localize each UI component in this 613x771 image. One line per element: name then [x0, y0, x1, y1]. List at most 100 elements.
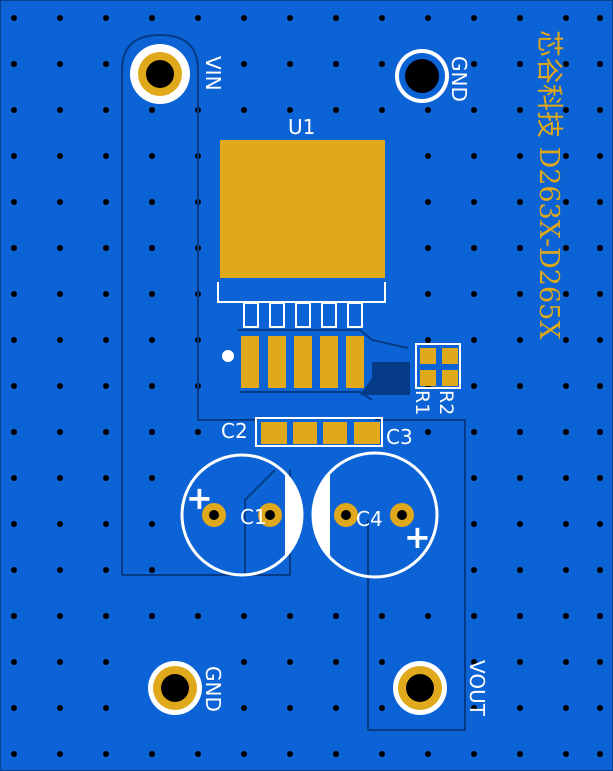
via — [57, 15, 63, 21]
via — [425, 613, 431, 619]
via — [471, 61, 477, 67]
via — [517, 107, 523, 113]
via — [517, 705, 523, 711]
via — [517, 291, 523, 297]
via — [563, 429, 569, 435]
via — [563, 337, 569, 343]
mount-hole-gnd-bottom — [148, 661, 202, 715]
label-r1: R1 — [411, 390, 433, 415]
via — [241, 61, 247, 67]
via — [563, 383, 569, 389]
via — [425, 107, 431, 113]
via — [149, 613, 155, 619]
via — [333, 751, 339, 757]
via — [517, 521, 523, 527]
via — [471, 291, 477, 297]
via — [241, 751, 247, 757]
via — [597, 659, 603, 665]
via — [471, 153, 477, 159]
label-gnd-bottom: GND — [201, 666, 225, 712]
via — [563, 659, 569, 665]
via — [517, 613, 523, 619]
via — [597, 15, 603, 21]
label-c4: C4 — [356, 507, 383, 531]
via — [195, 751, 201, 757]
via — [471, 705, 477, 711]
via — [103, 521, 109, 527]
via — [57, 567, 63, 573]
via — [11, 521, 17, 527]
via — [57, 153, 63, 159]
via — [563, 153, 569, 159]
via — [563, 291, 569, 297]
via — [195, 429, 201, 435]
via — [471, 659, 477, 665]
via — [103, 245, 109, 251]
via — [379, 61, 385, 67]
via — [149, 567, 155, 573]
via — [517, 199, 523, 205]
via — [597, 521, 603, 527]
via — [57, 107, 63, 113]
c2-c3-pads — [255, 417, 383, 447]
via — [379, 705, 385, 711]
via — [11, 429, 17, 435]
label-vout: VOUT — [465, 660, 489, 717]
via — [379, 107, 385, 113]
via — [11, 245, 17, 251]
via — [563, 61, 569, 67]
via — [149, 475, 155, 481]
mount-hole-vout — [393, 661, 447, 715]
via — [11, 291, 17, 297]
via — [563, 475, 569, 481]
via — [563, 521, 569, 527]
label-c2: C2 — [221, 419, 248, 443]
via — [563, 751, 569, 757]
via — [103, 567, 109, 573]
via — [57, 245, 63, 251]
brand-text: 芯谷科技 D263X-D265X — [533, 30, 564, 340]
via — [11, 61, 17, 67]
via — [471, 107, 477, 113]
via — [517, 337, 523, 343]
via — [425, 751, 431, 757]
mount-hole-vin — [130, 44, 190, 104]
via — [471, 567, 477, 573]
via — [149, 337, 155, 343]
via — [103, 383, 109, 389]
via — [597, 705, 603, 711]
via — [57, 199, 63, 205]
via — [11, 475, 17, 481]
via-grid — [11, 15, 603, 757]
via — [11, 153, 17, 159]
via — [597, 383, 603, 389]
via — [333, 659, 339, 665]
via — [597, 153, 603, 159]
via — [379, 15, 385, 21]
via — [241, 15, 247, 21]
via — [103, 153, 109, 159]
via — [563, 613, 569, 619]
via — [149, 291, 155, 297]
via — [517, 659, 523, 665]
via — [103, 705, 109, 711]
via — [471, 613, 477, 619]
via — [425, 291, 431, 297]
via — [471, 383, 477, 389]
via — [333, 705, 339, 711]
via — [471, 199, 477, 205]
via — [103, 15, 109, 21]
via — [11, 705, 17, 711]
via — [597, 429, 603, 435]
via — [103, 199, 109, 205]
via — [11, 613, 17, 619]
via — [195, 15, 201, 21]
via — [471, 245, 477, 251]
via — [57, 291, 63, 297]
via — [471, 521, 477, 527]
via — [57, 383, 63, 389]
via — [11, 337, 17, 343]
via — [425, 15, 431, 21]
via — [597, 751, 603, 757]
